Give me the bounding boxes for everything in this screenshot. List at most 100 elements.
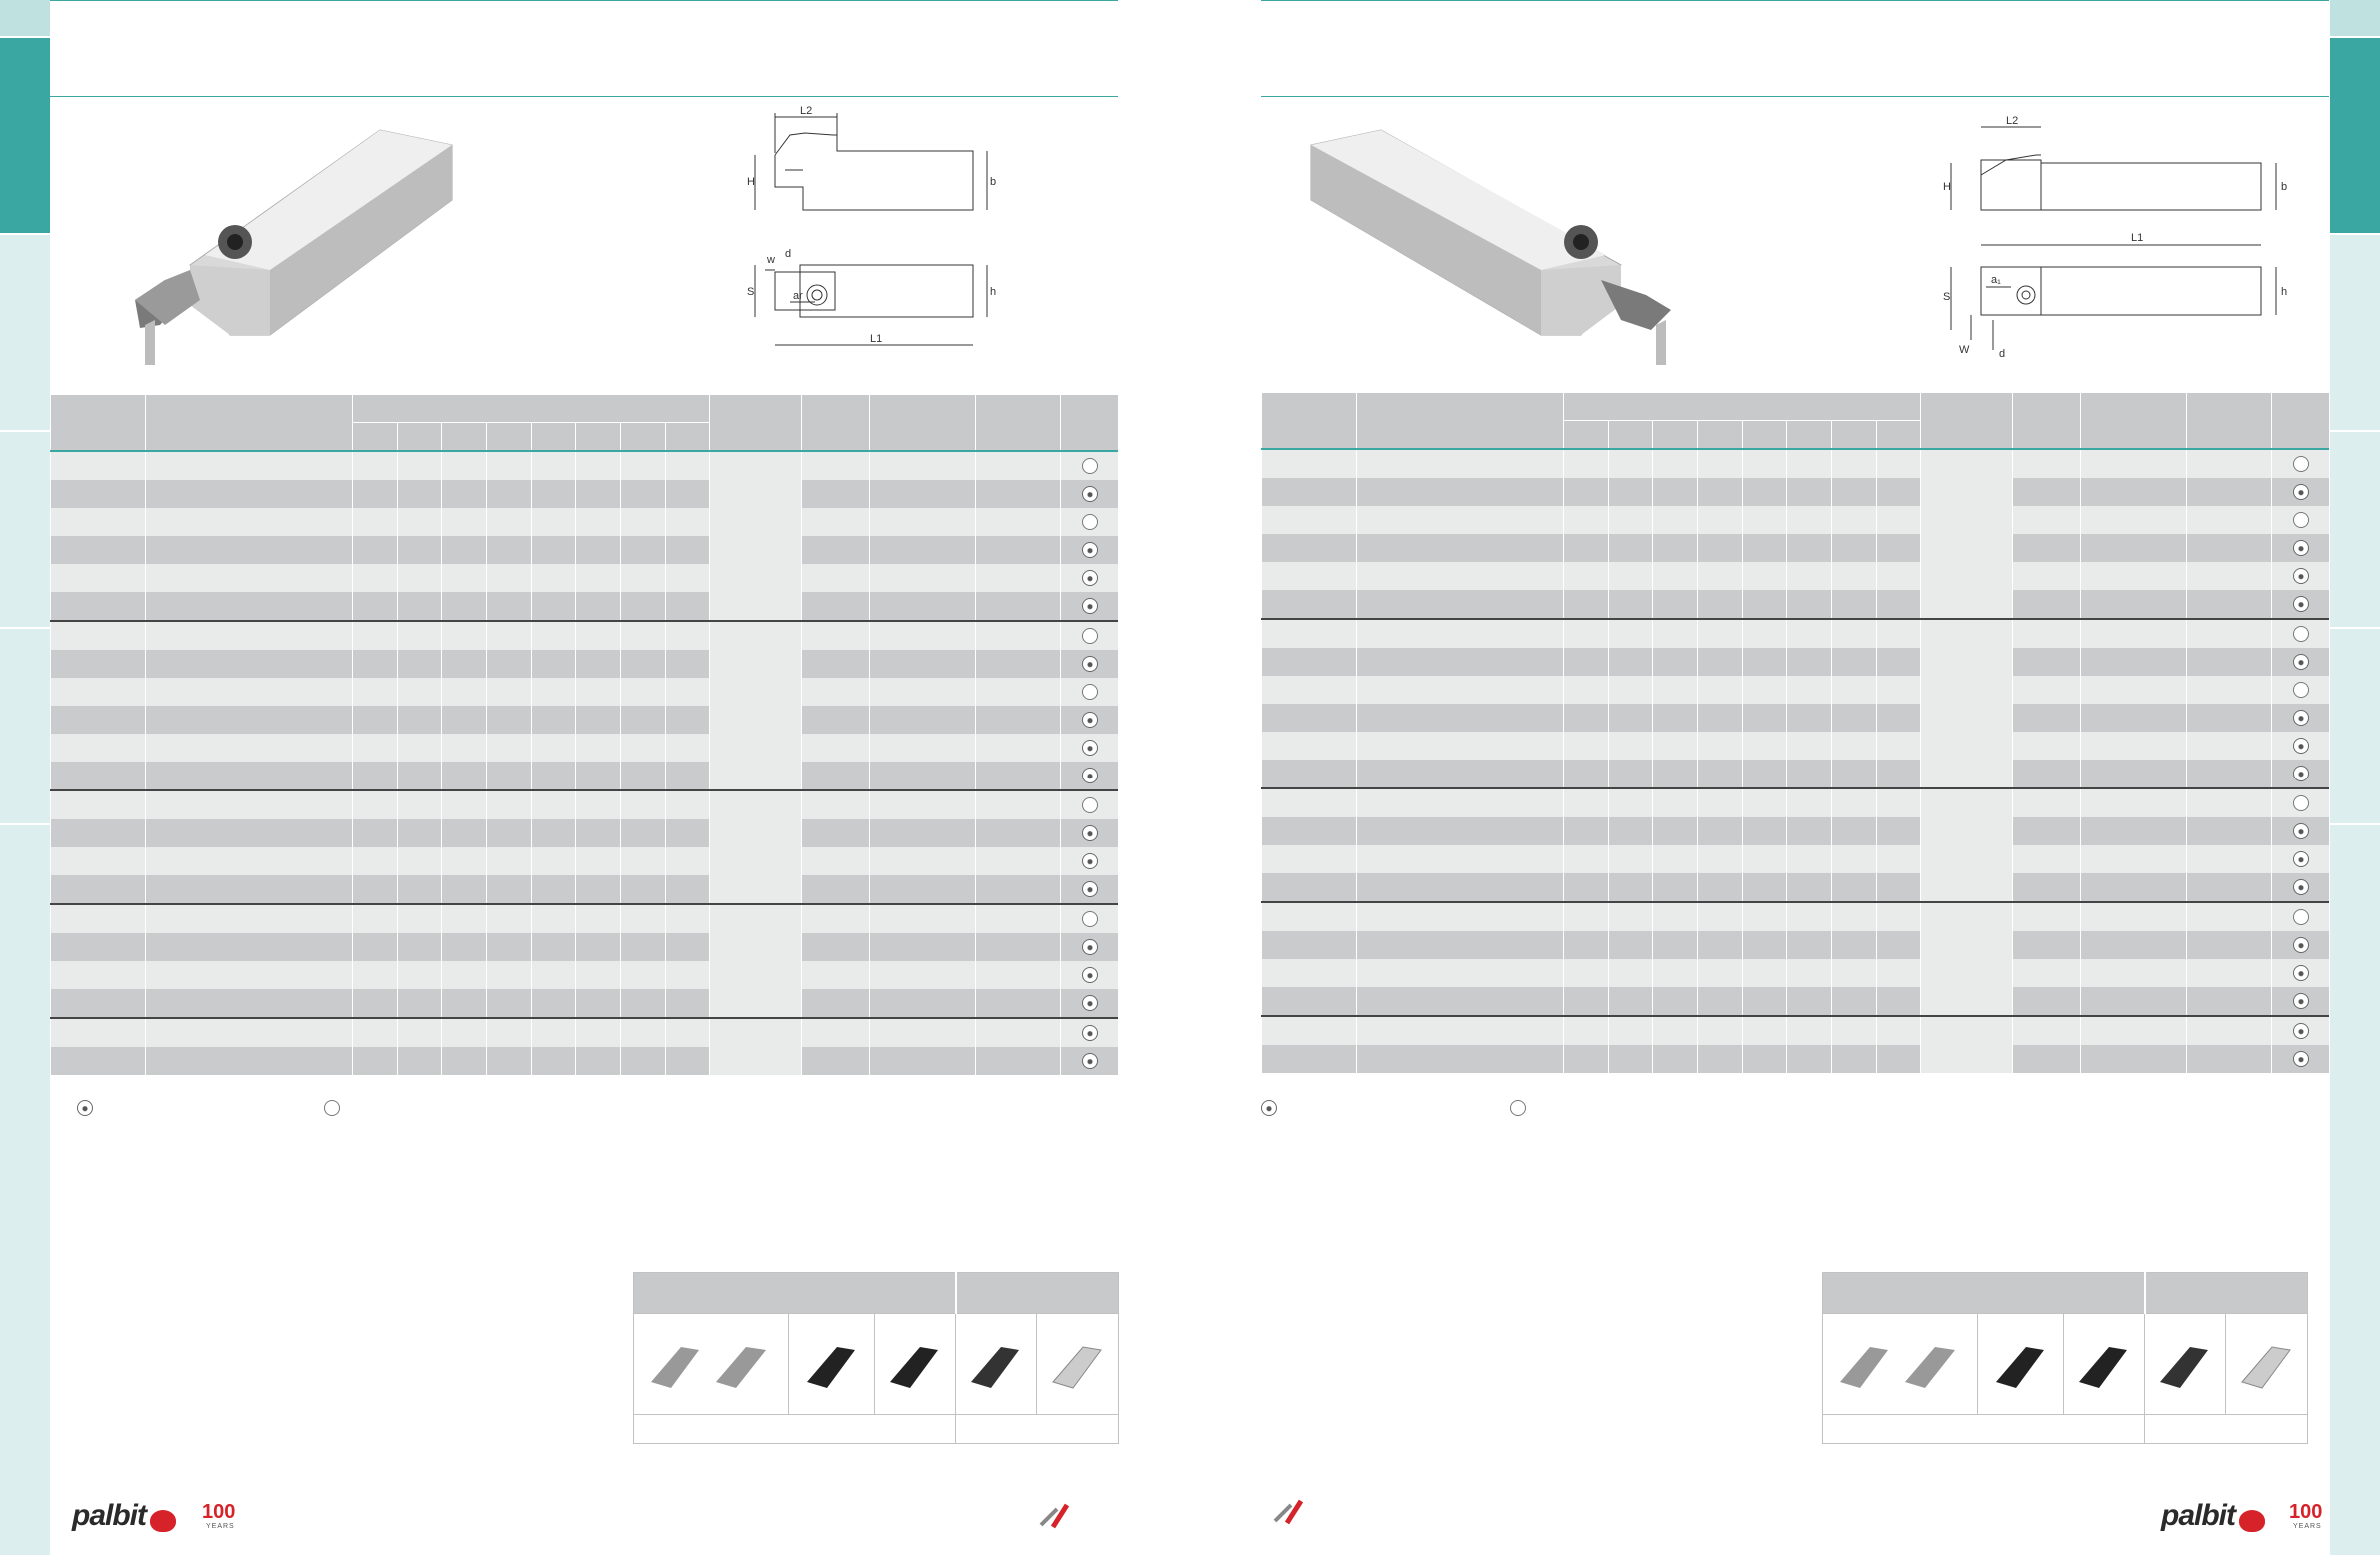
side-tab-left-3[interactable] bbox=[0, 235, 50, 430]
palbit-symbol-icon bbox=[2292, 483, 2309, 500]
table-row bbox=[50, 678, 1118, 706]
label-d: d bbox=[785, 248, 791, 260]
open-circle-icon bbox=[1081, 796, 1098, 813]
label-h: h bbox=[990, 286, 996, 298]
palbit-symbol-icon bbox=[77, 1100, 93, 1116]
insert-pic-2 bbox=[788, 1313, 875, 1415]
table-row bbox=[50, 989, 1118, 1018]
label-b: b bbox=[2281, 181, 2287, 193]
table-row bbox=[50, 536, 1118, 564]
table-row bbox=[50, 1017, 1118, 1075]
palbit-symbol-icon bbox=[2292, 1022, 2309, 1039]
table-row bbox=[1261, 873, 2329, 902]
open-circle-icon bbox=[1081, 457, 1098, 474]
palbit-logo: palbit 100 YEARS bbox=[2161, 1499, 2323, 1532]
top-rule bbox=[50, 0, 1118, 1]
palbit-symbol-icon bbox=[2292, 765, 2309, 781]
side-tab-left-2-active[interactable] bbox=[0, 38, 50, 233]
side-tab-left-4[interactable] bbox=[0, 432, 50, 627]
table-row bbox=[50, 480, 1118, 508]
label-a1: a₁ bbox=[1991, 274, 2001, 286]
palbit-symbol-icon bbox=[1081, 966, 1098, 983]
table-row bbox=[1261, 478, 2329, 506]
table-row bbox=[1261, 1045, 2329, 1073]
insert-pic-2 bbox=[1977, 1313, 2064, 1415]
label-H: H bbox=[747, 176, 755, 188]
open-circle-icon bbox=[1081, 683, 1098, 700]
table-row bbox=[1261, 732, 2329, 760]
palbit-symbol-icon bbox=[1261, 1100, 1277, 1116]
table-row bbox=[50, 961, 1118, 989]
table-row bbox=[1261, 648, 2329, 676]
palbit-symbol-icon bbox=[1081, 541, 1098, 558]
palbit-symbol-icon bbox=[1081, 597, 1098, 614]
label-h: h bbox=[2281, 286, 2287, 298]
table-row bbox=[1261, 449, 2329, 619]
side-tab-left-1[interactable] bbox=[0, 0, 50, 36]
open-circle-icon bbox=[1081, 910, 1098, 927]
palbit-logo: palbit 100 YEARS bbox=[72, 1499, 236, 1532]
table-row bbox=[50, 903, 1118, 1018]
side-tab-right-5[interactable] bbox=[2330, 629, 2380, 823]
side-tab-right-4[interactable] bbox=[2330, 432, 2380, 627]
palbit-symbol-icon bbox=[1081, 739, 1098, 756]
side-tab-left-5[interactable] bbox=[0, 629, 50, 823]
palbit-symbol-icon bbox=[2292, 964, 2309, 981]
label-ar: ar bbox=[793, 290, 803, 302]
table-row bbox=[50, 875, 1118, 904]
table-row bbox=[50, 650, 1118, 678]
label-W: W bbox=[1959, 344, 1970, 356]
table-row bbox=[1261, 704, 2329, 732]
table-row bbox=[1261, 676, 2329, 704]
label-S: S bbox=[1943, 291, 1950, 303]
table-row bbox=[50, 762, 1118, 790]
side-tab-right-3[interactable] bbox=[2330, 235, 2380, 430]
open-circle-icon bbox=[1081, 627, 1098, 644]
label-d: d bbox=[1999, 348, 2005, 360]
palbit-symbol-icon bbox=[2292, 709, 2309, 726]
table-row bbox=[50, 592, 1118, 621]
table-row bbox=[1261, 590, 2329, 619]
insert-table bbox=[1822, 1272, 2308, 1444]
palbit-symbol-icon bbox=[2292, 850, 2309, 867]
palbit-symbol-icon bbox=[1081, 938, 1098, 955]
side-tab-right-6[interactable] bbox=[2330, 825, 2380, 1555]
table-row bbox=[1261, 987, 2329, 1016]
open-circle-icon bbox=[1081, 513, 1098, 530]
wrench-screwdriver-icon bbox=[1273, 1499, 1304, 1525]
palbit-symbol-icon bbox=[2292, 992, 2309, 1009]
palbit-symbol-icon bbox=[1081, 994, 1098, 1011]
open-circle-icon bbox=[324, 1100, 340, 1116]
top-rule bbox=[1261, 0, 2329, 1]
side-tab-right-2-active[interactable] bbox=[2330, 38, 2380, 233]
open-circle-icon bbox=[1510, 1100, 1526, 1116]
palbit-symbol-icon bbox=[1081, 767, 1098, 783]
legend bbox=[1261, 1099, 1561, 1117]
table-row bbox=[50, 734, 1118, 762]
palbit-symbol-icon bbox=[1081, 852, 1098, 869]
palbit-symbol-icon bbox=[2292, 567, 2309, 584]
table-row bbox=[1261, 787, 2329, 902]
palbit-symbol-icon bbox=[1081, 711, 1098, 728]
table-row bbox=[50, 706, 1118, 734]
table-row bbox=[50, 564, 1118, 592]
table-row bbox=[50, 508, 1118, 536]
table-row bbox=[50, 847, 1118, 875]
label-b: b bbox=[990, 176, 996, 188]
palbit-symbol-icon bbox=[2292, 878, 2309, 895]
table-row bbox=[1261, 506, 2329, 534]
table-row bbox=[1261, 901, 2329, 1016]
table-header-row-2 bbox=[50, 422, 1118, 451]
technical-drawing: L2 H b L1 h S a₁ W d bbox=[1943, 115, 2287, 360]
open-circle-icon bbox=[2292, 625, 2309, 642]
side-tab-left-6[interactable] bbox=[0, 825, 50, 1555]
table-header-row-1 bbox=[1261, 393, 2329, 449]
palbit-symbol-icon bbox=[1081, 1024, 1098, 1041]
spec-table bbox=[1261, 393, 2329, 1073]
table-row bbox=[1261, 817, 2329, 845]
right-page: L2 H b L1 h S a₁ W d bbox=[1261, 0, 2329, 1555]
label-L1: L1 bbox=[2131, 232, 2143, 244]
insert-pic-1 bbox=[1822, 1313, 1978, 1415]
side-tab-right-1[interactable] bbox=[2330, 0, 2380, 36]
spec-table bbox=[50, 395, 1118, 1075]
